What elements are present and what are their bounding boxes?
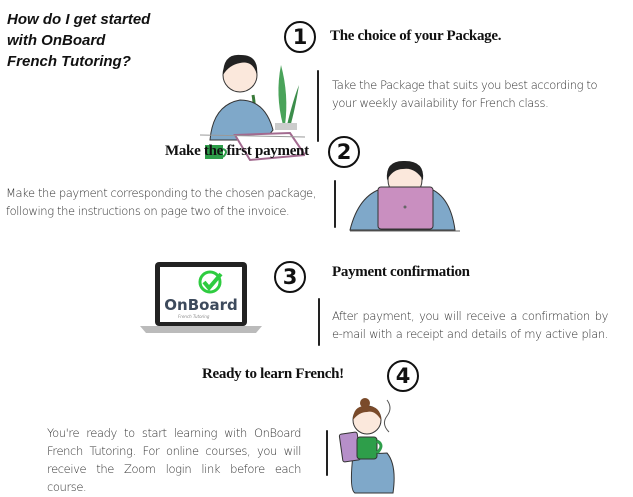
- step-4-number-badge: 4: [387, 360, 419, 392]
- step-3-description: After payment, you will receive a confir…: [332, 309, 608, 341]
- student-writing-illustration: [199, 54, 305, 162]
- divider: [318, 298, 320, 346]
- step-3-heading: Payment confirmation: [332, 264, 470, 280]
- step-3-number-badge: 3: [274, 261, 306, 293]
- onboard-logo-text: OnBoard: [164, 296, 237, 314]
- student-laptop-illustration: [349, 160, 460, 232]
- step-4-description: You're ready to start learning with OnBo…: [47, 426, 301, 494]
- divider: [326, 430, 328, 476]
- step-1-number-badge: 1: [284, 21, 316, 53]
- page-title: How do I get started with OnBoard French…: [7, 11, 151, 70]
- divider: [317, 70, 319, 142]
- logo-tagline: French Tutoring: [178, 314, 210, 319]
- laptop-confirmation-illustration: OnBoard French Tutoring: [140, 262, 262, 333]
- step-1-description: Take the Package that suits you best acc…: [332, 78, 598, 110]
- student-coffee-illustration: [338, 398, 395, 494]
- step-2-description: Make the payment corresponding to the ch…: [6, 186, 316, 218]
- step-2-heading: Make the first payment: [165, 143, 309, 159]
- step-2-number-badge: 2: [328, 136, 360, 168]
- step-4-heading: Ready to learn French!: [202, 366, 344, 382]
- divider: [334, 180, 336, 228]
- step-1-heading: The choice of your Package.: [330, 28, 502, 44]
